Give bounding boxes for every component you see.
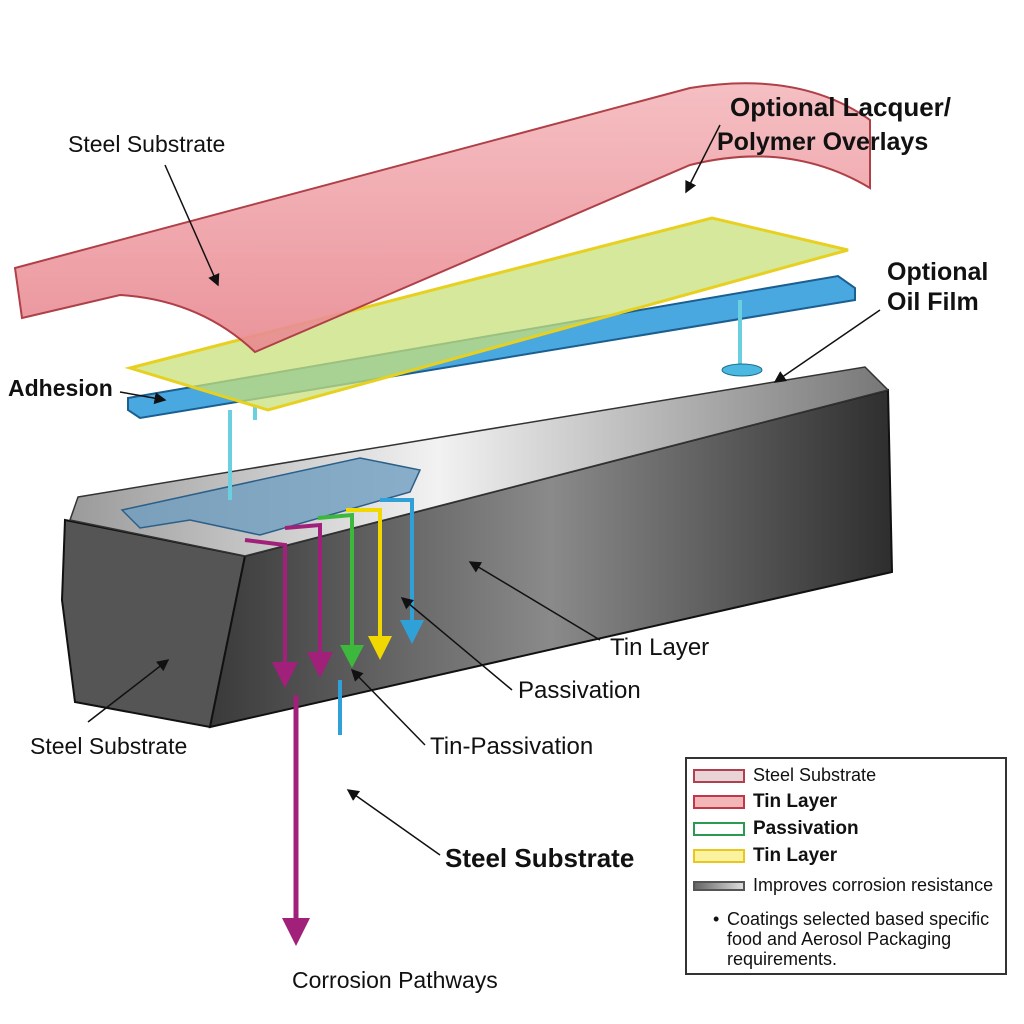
label-lacquer-line1: Optional Lacquer/ [730, 92, 951, 122]
legend-item: Improves corrosion resistance [693, 875, 993, 896]
legend-note: Coatings selected based specific food an… [713, 909, 997, 969]
label-steel-substrate-left: Steel Substrate [30, 733, 187, 759]
legend-label: Tin Layer [753, 845, 838, 866]
oil-droplet [721, 363, 763, 377]
label-adhesion: Adhesion [8, 375, 113, 401]
legend-item: Passivation [693, 818, 859, 840]
label-tin-passivation: Tin-Passivation [430, 733, 593, 760]
label-corrosion-pathways: Corrosion Pathways [292, 967, 498, 993]
pointer-lines [87, 124, 881, 856]
legend-item: Steel Substrate [693, 765, 876, 786]
corrosion-arrows [244, 498, 424, 946]
label-steel-substrate-top: Steel Substrate [68, 131, 225, 157]
lacquer-fold-line [119, 294, 256, 353]
legend-label: Improves corrosion resistance [753, 875, 994, 895]
legend-swatch [693, 795, 745, 809]
legend-swatch [693, 880, 745, 891]
label-oil-line2: Oil Film [887, 288, 979, 316]
label-steel-substrate-bottom: Steel Substrate [445, 843, 634, 873]
legend-label: Steel Substrate [753, 765, 877, 785]
legend-swatch [693, 849, 745, 863]
legend-item: Tin Layer [693, 845, 837, 867]
label-passivation: Passivation [518, 677, 641, 704]
legend-swatch [693, 768, 745, 783]
legend: Steel Substrate Tin Layer Passivation Ti… [685, 757, 1007, 975]
yellow-film [124, 216, 849, 412]
label-lacquer-line2: Polymer Overlays [717, 128, 928, 156]
label-oil-line1: Optional [887, 258, 988, 286]
legend-label: Passivation [753, 818, 859, 839]
passivation-pad [120, 457, 422, 536]
legend-swatch [693, 822, 745, 836]
legend-label: Tin Layer [753, 791, 838, 812]
legend-item: Tin Layer [693, 791, 837, 813]
label-tin-layer: Tin Layer [610, 634, 709, 661]
